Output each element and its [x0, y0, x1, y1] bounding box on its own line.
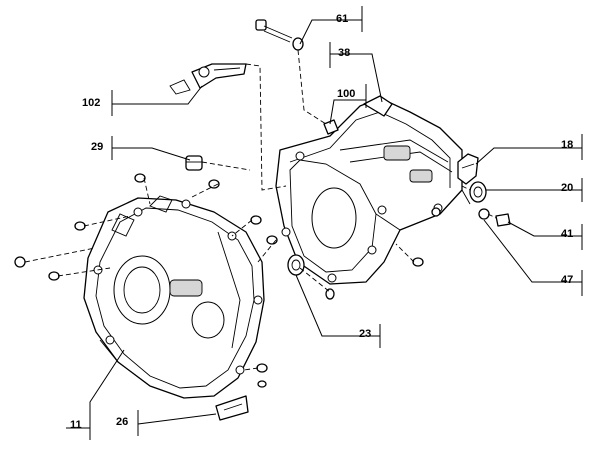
plug-29-part — [185, 155, 203, 171]
callout-leaders — [66, 6, 583, 440]
callout-29: 29 — [91, 141, 104, 153]
selector-lever-102-part — [169, 63, 247, 95]
assembly-dashed-lines — [24, 49, 497, 371]
callout-18: 18 — [561, 139, 574, 151]
seal-18-part — [457, 153, 479, 185]
clip-26-part — [215, 395, 249, 421]
callout-100: 100 — [337, 88, 356, 100]
callout-20: 20 — [561, 182, 574, 194]
callout-23: 23 — [359, 328, 372, 340]
fastener-set — [14, 173, 441, 388]
washer-47-part — [478, 208, 490, 220]
screw-41-part — [495, 213, 511, 227]
ring-20-part — [469, 181, 487, 203]
gearbox-casing-part — [275, 95, 471, 285]
callout-102: 102 — [82, 97, 101, 109]
callout-41: 41 — [561, 228, 574, 240]
callout-38: 38 — [338, 47, 351, 59]
callout-61: 61 — [336, 13, 349, 25]
callout-11: 11 — [70, 419, 82, 431]
bolt-61-part — [255, 19, 304, 51]
callout-47: 47 — [561, 274, 574, 286]
clutch-housing-part — [83, 195, 265, 399]
callout-26: 26 — [116, 416, 129, 428]
